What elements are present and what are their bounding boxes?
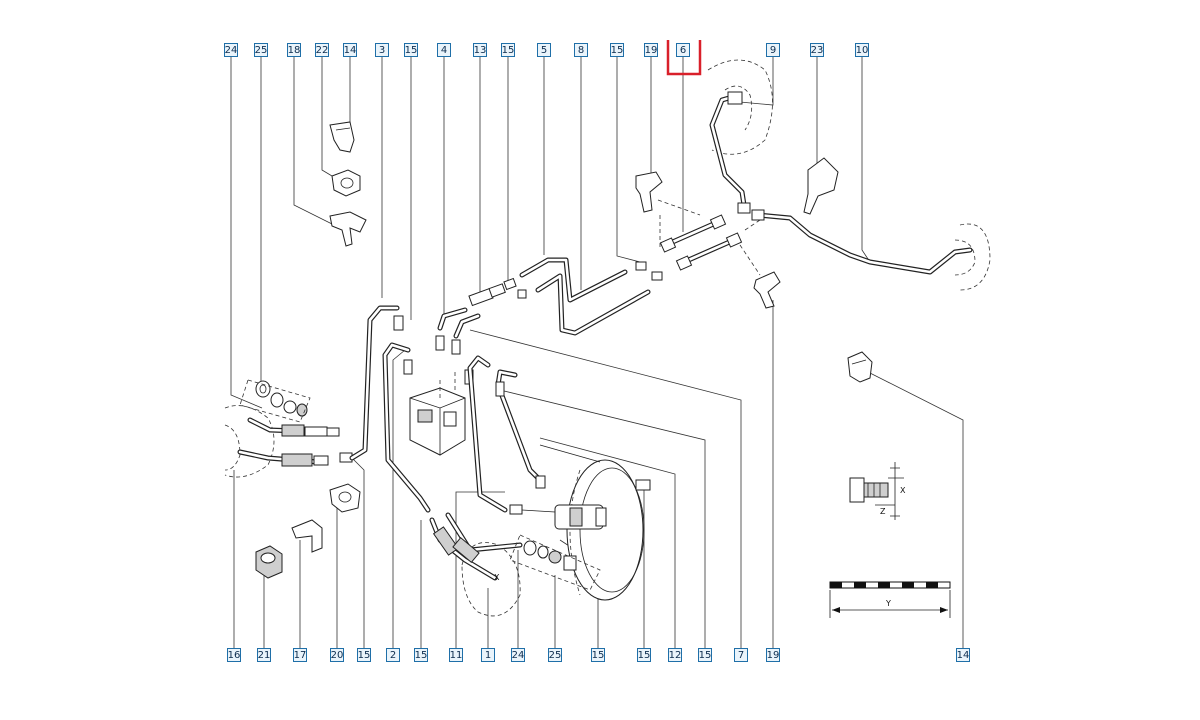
svg-text:11: 11	[450, 650, 463, 661]
callout-bottom-15[interactable]: 7	[734, 648, 748, 662]
svg-text:9: 9	[770, 45, 776, 56]
callout-top-12[interactable]: 15	[610, 43, 624, 57]
svg-text:15: 15	[611, 45, 624, 56]
svg-text:24: 24	[225, 45, 238, 56]
svg-text:22: 22	[316, 45, 329, 56]
parts: X	[224, 59, 991, 617]
highlight-bracket	[666, 40, 702, 76]
leader-lines	[230, 57, 964, 648]
callout-bottom-0[interactable]: 16	[227, 648, 241, 662]
callout-bottom-8[interactable]: 1	[481, 648, 495, 662]
callout-top-8[interactable]: 13	[473, 43, 487, 57]
callout-top-6[interactable]: 15	[404, 43, 418, 57]
callout-bottom-7[interactable]: 11	[449, 648, 463, 662]
svg-text:14: 14	[344, 45, 357, 56]
callout-top-2[interactable]: 18	[287, 43, 301, 57]
svg-text:15: 15	[592, 650, 605, 661]
callout-top-1[interactable]: 25	[254, 43, 268, 57]
callout-bottom-4[interactable]: 15	[357, 648, 371, 662]
svg-text:8: 8	[578, 45, 584, 56]
svg-text:7: 7	[738, 650, 744, 661]
svg-text:24: 24	[512, 650, 525, 661]
detail-x-label: X	[900, 486, 906, 495]
callout-bottom-2[interactable]: 17	[293, 648, 307, 662]
fitting-detail: X Z	[849, 462, 906, 520]
svg-text:15: 15	[415, 650, 428, 661]
callout-bottom-13[interactable]: 12	[668, 648, 682, 662]
svg-text:21: 21	[258, 650, 271, 661]
scale-detail: Y	[829, 581, 951, 618]
svg-text:4: 4	[441, 45, 447, 56]
callout-bottom-1[interactable]: 21	[257, 648, 271, 662]
svg-text:15: 15	[358, 650, 371, 661]
callout-bottom-11[interactable]: 15	[591, 648, 605, 662]
callout-bottom-10[interactable]: 25	[548, 648, 562, 662]
callout-bottom-6[interactable]: 15	[414, 648, 428, 662]
svg-text:16: 16	[228, 650, 241, 661]
callout-top-13[interactable]: 19	[644, 43, 658, 57]
svg-text:15: 15	[638, 650, 651, 661]
callout-top-7[interactable]: 4	[437, 43, 451, 57]
callout-top-15[interactable]: 9	[766, 43, 780, 57]
callout-top-5[interactable]: 3	[375, 43, 389, 57]
scale-y-label: Y	[885, 599, 891, 608]
callout-top-11[interactable]: 8	[574, 43, 588, 57]
callout-top-4[interactable]: 14	[343, 43, 357, 57]
svg-text:15: 15	[405, 45, 418, 56]
svg-text:6: 6	[680, 45, 686, 56]
svg-text:15: 15	[502, 45, 515, 56]
callout-bottom-16[interactable]: 19	[766, 648, 780, 662]
callout-top-17[interactable]: 10	[855, 43, 869, 57]
svg-text:17: 17	[294, 650, 307, 661]
svg-text:15: 15	[699, 650, 712, 661]
svg-text:23: 23	[811, 45, 824, 56]
detail-z-label: Z	[880, 507, 886, 516]
svg-text:19: 19	[645, 45, 658, 56]
svg-text:2: 2	[390, 650, 396, 661]
svg-text:20: 20	[331, 650, 344, 661]
svg-text:18: 18	[288, 45, 301, 56]
svg-text:25: 25	[255, 45, 268, 56]
svg-text:19: 19	[767, 650, 780, 661]
svg-text:14: 14	[957, 650, 970, 661]
svg-text:13: 13	[474, 45, 487, 56]
callout-bottom-17[interactable]: 14	[956, 648, 970, 662]
svg-text:5: 5	[541, 45, 547, 56]
callout-bottom-14[interactable]: 15	[698, 648, 712, 662]
callout-top-16[interactable]: 23	[810, 43, 824, 57]
svg-text:25: 25	[549, 650, 562, 661]
callout-bottom-12[interactable]: 15	[637, 648, 651, 662]
callout-bottom-3[interactable]: 20	[330, 648, 344, 662]
svg-text:X: X	[494, 573, 500, 582]
svg-text:1: 1	[485, 650, 491, 661]
svg-text:10: 10	[856, 45, 869, 56]
callout-top-9[interactable]: 15	[501, 43, 515, 57]
callout-top-0[interactable]: 24	[224, 43, 238, 57]
svg-text:3: 3	[379, 45, 385, 56]
callout-top-3[interactable]: 22	[315, 43, 329, 57]
callout-bottom-9[interactable]: 24	[511, 648, 525, 662]
svg-text:12: 12	[669, 650, 682, 661]
callout-top-14[interactable]: 6	[676, 43, 690, 57]
callout-top-10[interactable]: 5	[537, 43, 551, 57]
callout-bottom-5[interactable]: 2	[386, 648, 400, 662]
